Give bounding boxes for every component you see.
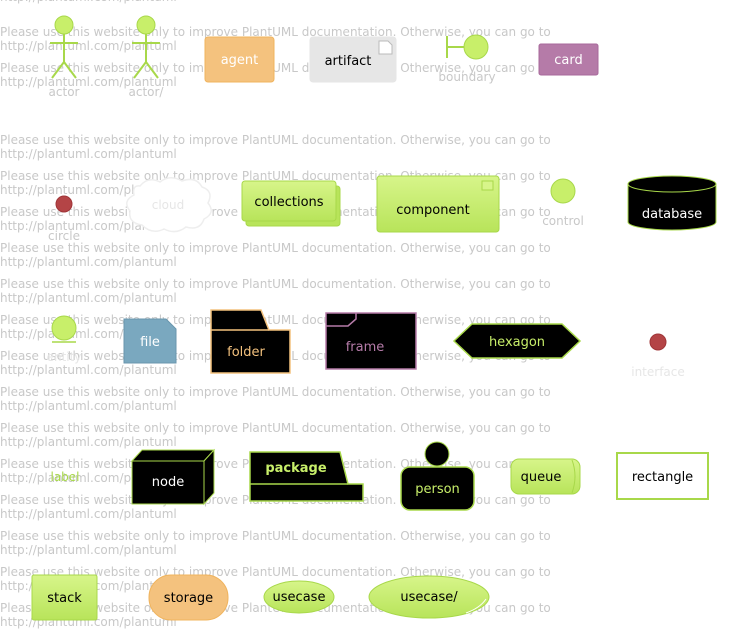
person-element[interactable]: person (400, 441, 475, 511)
card-label: card (554, 53, 582, 68)
watermark-line: http://plantuml.com/plantuml (0, 399, 177, 413)
file-element[interactable]: file (123, 318, 177, 364)
usecase-label: usecase (273, 590, 326, 605)
queue-element[interactable]: queue (510, 458, 581, 495)
stack-element[interactable]: stack (31, 574, 98, 621)
frame-label: frame (346, 340, 385, 355)
storage-label: storage (164, 591, 213, 606)
circle-element[interactable]: circle (48, 195, 80, 243)
watermark-line: Please use this website only to improve … (0, 277, 551, 291)
queue-label: queue (521, 470, 562, 485)
watermark-line: http://plantuml.com/plantuml (0, 147, 177, 161)
usecase-slash-label: usecase/ (400, 590, 458, 605)
file-label: file (140, 335, 160, 350)
stack-label: stack (47, 591, 82, 606)
folder-label: folder (227, 345, 265, 360)
database-element[interactable]: database (627, 175, 717, 231)
actor-slash-label: actor/ (129, 85, 165, 99)
label-element[interactable]: label (50, 470, 79, 484)
entity-label: entity (47, 350, 82, 364)
watermark-line: Please use this website only to improve … (0, 565, 551, 579)
interface-label: interface (631, 365, 685, 379)
usecase-element[interactable]: usecase (263, 580, 335, 614)
boundary-element[interactable]: boundary (438, 34, 496, 84)
actor-element[interactable]: actor (49, 15, 80, 99)
watermark-line: Please use this website only to improve … (0, 529, 551, 543)
package-label: package (265, 461, 327, 476)
actor-slash-element[interactable]: actor/ (129, 15, 165, 99)
watermark-line: Please use this website only to improve … (0, 241, 551, 255)
rectangle-element[interactable]: rectangle (616, 452, 709, 500)
rectangle-label: rectangle (632, 470, 693, 485)
actor-label: actor (49, 85, 80, 99)
artifact-label: artifact (325, 54, 372, 69)
circle-label: circle (48, 229, 80, 243)
label-label: label (50, 470, 79, 484)
node-label: node (152, 475, 184, 490)
entity-element[interactable]: entity (47, 315, 82, 364)
artifact-element[interactable]: artifact (309, 36, 397, 83)
cloud-element[interactable]: cloud (126, 177, 212, 233)
watermark-line: http://plantuml.com/plantuml (0, 183, 177, 197)
card-element[interactable]: card (538, 43, 599, 76)
agent-label: agent (221, 53, 259, 68)
hexagon-element[interactable]: hexagon (452, 323, 582, 359)
storage-element[interactable]: storage (148, 574, 229, 621)
watermark-line: Please use this website only to improve … (0, 133, 551, 147)
collections-label: collections (254, 195, 323, 210)
boundary-label: boundary (438, 70, 495, 84)
watermark-line: http://plantuml.com/plantuml (0, 507, 177, 521)
control-label: control (542, 214, 584, 228)
component-element[interactable]: component (376, 175, 500, 233)
collections-element[interactable]: collections (241, 180, 341, 227)
database-label: database (642, 207, 702, 222)
agent-element[interactable]: agent (204, 36, 275, 83)
cloud-label: cloud (152, 198, 185, 212)
watermark-line: http://plantuml.com/plantuml (0, 219, 177, 233)
watermark-line: http://plantuml.com/plantuml (0, 363, 177, 377)
package-element[interactable]: package (249, 451, 364, 502)
node-element[interactable]: node (130, 448, 216, 506)
usecase-slash-element[interactable]: usecase/ (368, 575, 490, 619)
frame-element[interactable]: frame (325, 312, 417, 370)
watermark-line: http://plantuml.com/plantuml (0, 435, 177, 449)
watermark-line: http://plantuml.com/plantuml (0, 543, 177, 557)
watermark-line: http://plantuml.com/plantuml (0, 255, 177, 269)
watermark-line: http://plantuml.com/plantuml (0, 75, 177, 89)
watermark-line: Please use this website only to improve … (0, 385, 551, 399)
interface-element[interactable]: interface (631, 333, 685, 379)
watermark-line: Please use this website only to improve … (0, 421, 551, 435)
hexagon-label: hexagon (489, 335, 545, 350)
component-label: component (396, 203, 470, 218)
folder-element[interactable]: folder (210, 309, 291, 374)
watermark-line: http://plantuml.com/plantuml (0, 291, 177, 305)
control-element[interactable]: control (542, 178, 584, 228)
person-label: person (415, 482, 460, 497)
watermark-line: http://plantuml.com/plantuml (0, 0, 177, 4)
